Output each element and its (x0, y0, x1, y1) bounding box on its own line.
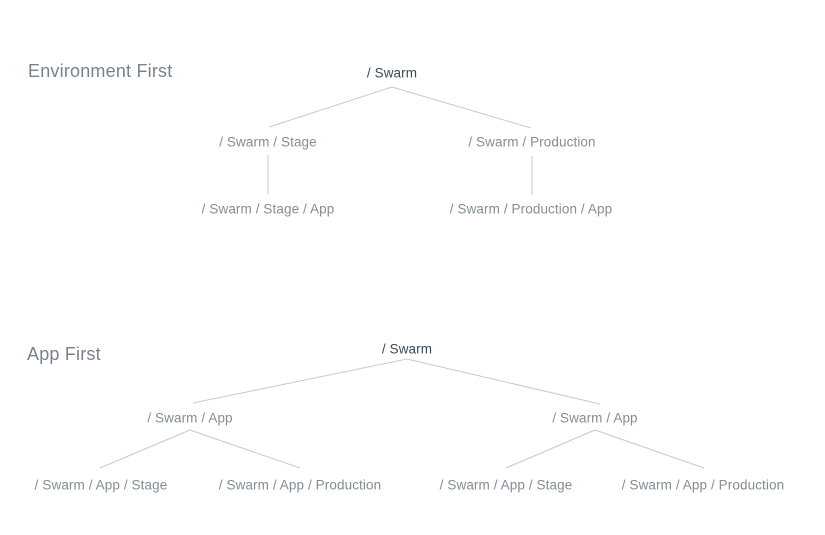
node-env-swarm-production: / Swarm / Production (468, 134, 596, 150)
edge-app-right-production (594, 429, 705, 469)
node-app-swarm-app-production-right: / Swarm / App / Production (621, 477, 785, 493)
edge-env-root-stage (268, 86, 393, 128)
edge-env-root-production (391, 86, 532, 129)
edge-app-left-stage (99, 429, 191, 469)
node-app-swarm-app-right: / Swarm / App (552, 410, 638, 426)
section-title-environment-first: Environment First (28, 61, 173, 81)
node-app-swarm-app-stage-right: / Swarm / App / Stage (439, 477, 573, 493)
section-title-app-first: App First (27, 344, 101, 364)
node-env-swarm-stage: / Swarm / Stage (219, 134, 317, 150)
node-app-swarm-root: / Swarm (381, 341, 433, 357)
node-env-swarm-stage-app: / Swarm / Stage / App (201, 201, 335, 217)
edge-app-right-stage (505, 429, 596, 469)
node-env-swarm-root: / Swarm (366, 65, 418, 81)
node-env-swarm-production-app: / Swarm / Production / App (449, 201, 613, 217)
node-app-swarm-app-left: / Swarm / App (147, 410, 233, 426)
edge-app-root-left (192, 358, 408, 404)
edge-app-root-right (406, 358, 601, 405)
node-app-swarm-app-stage-left: / Swarm / App / Stage (34, 477, 168, 493)
node-app-swarm-app-production-left: / Swarm / App / Production (218, 477, 382, 493)
edge-app-left-production (189, 429, 301, 469)
